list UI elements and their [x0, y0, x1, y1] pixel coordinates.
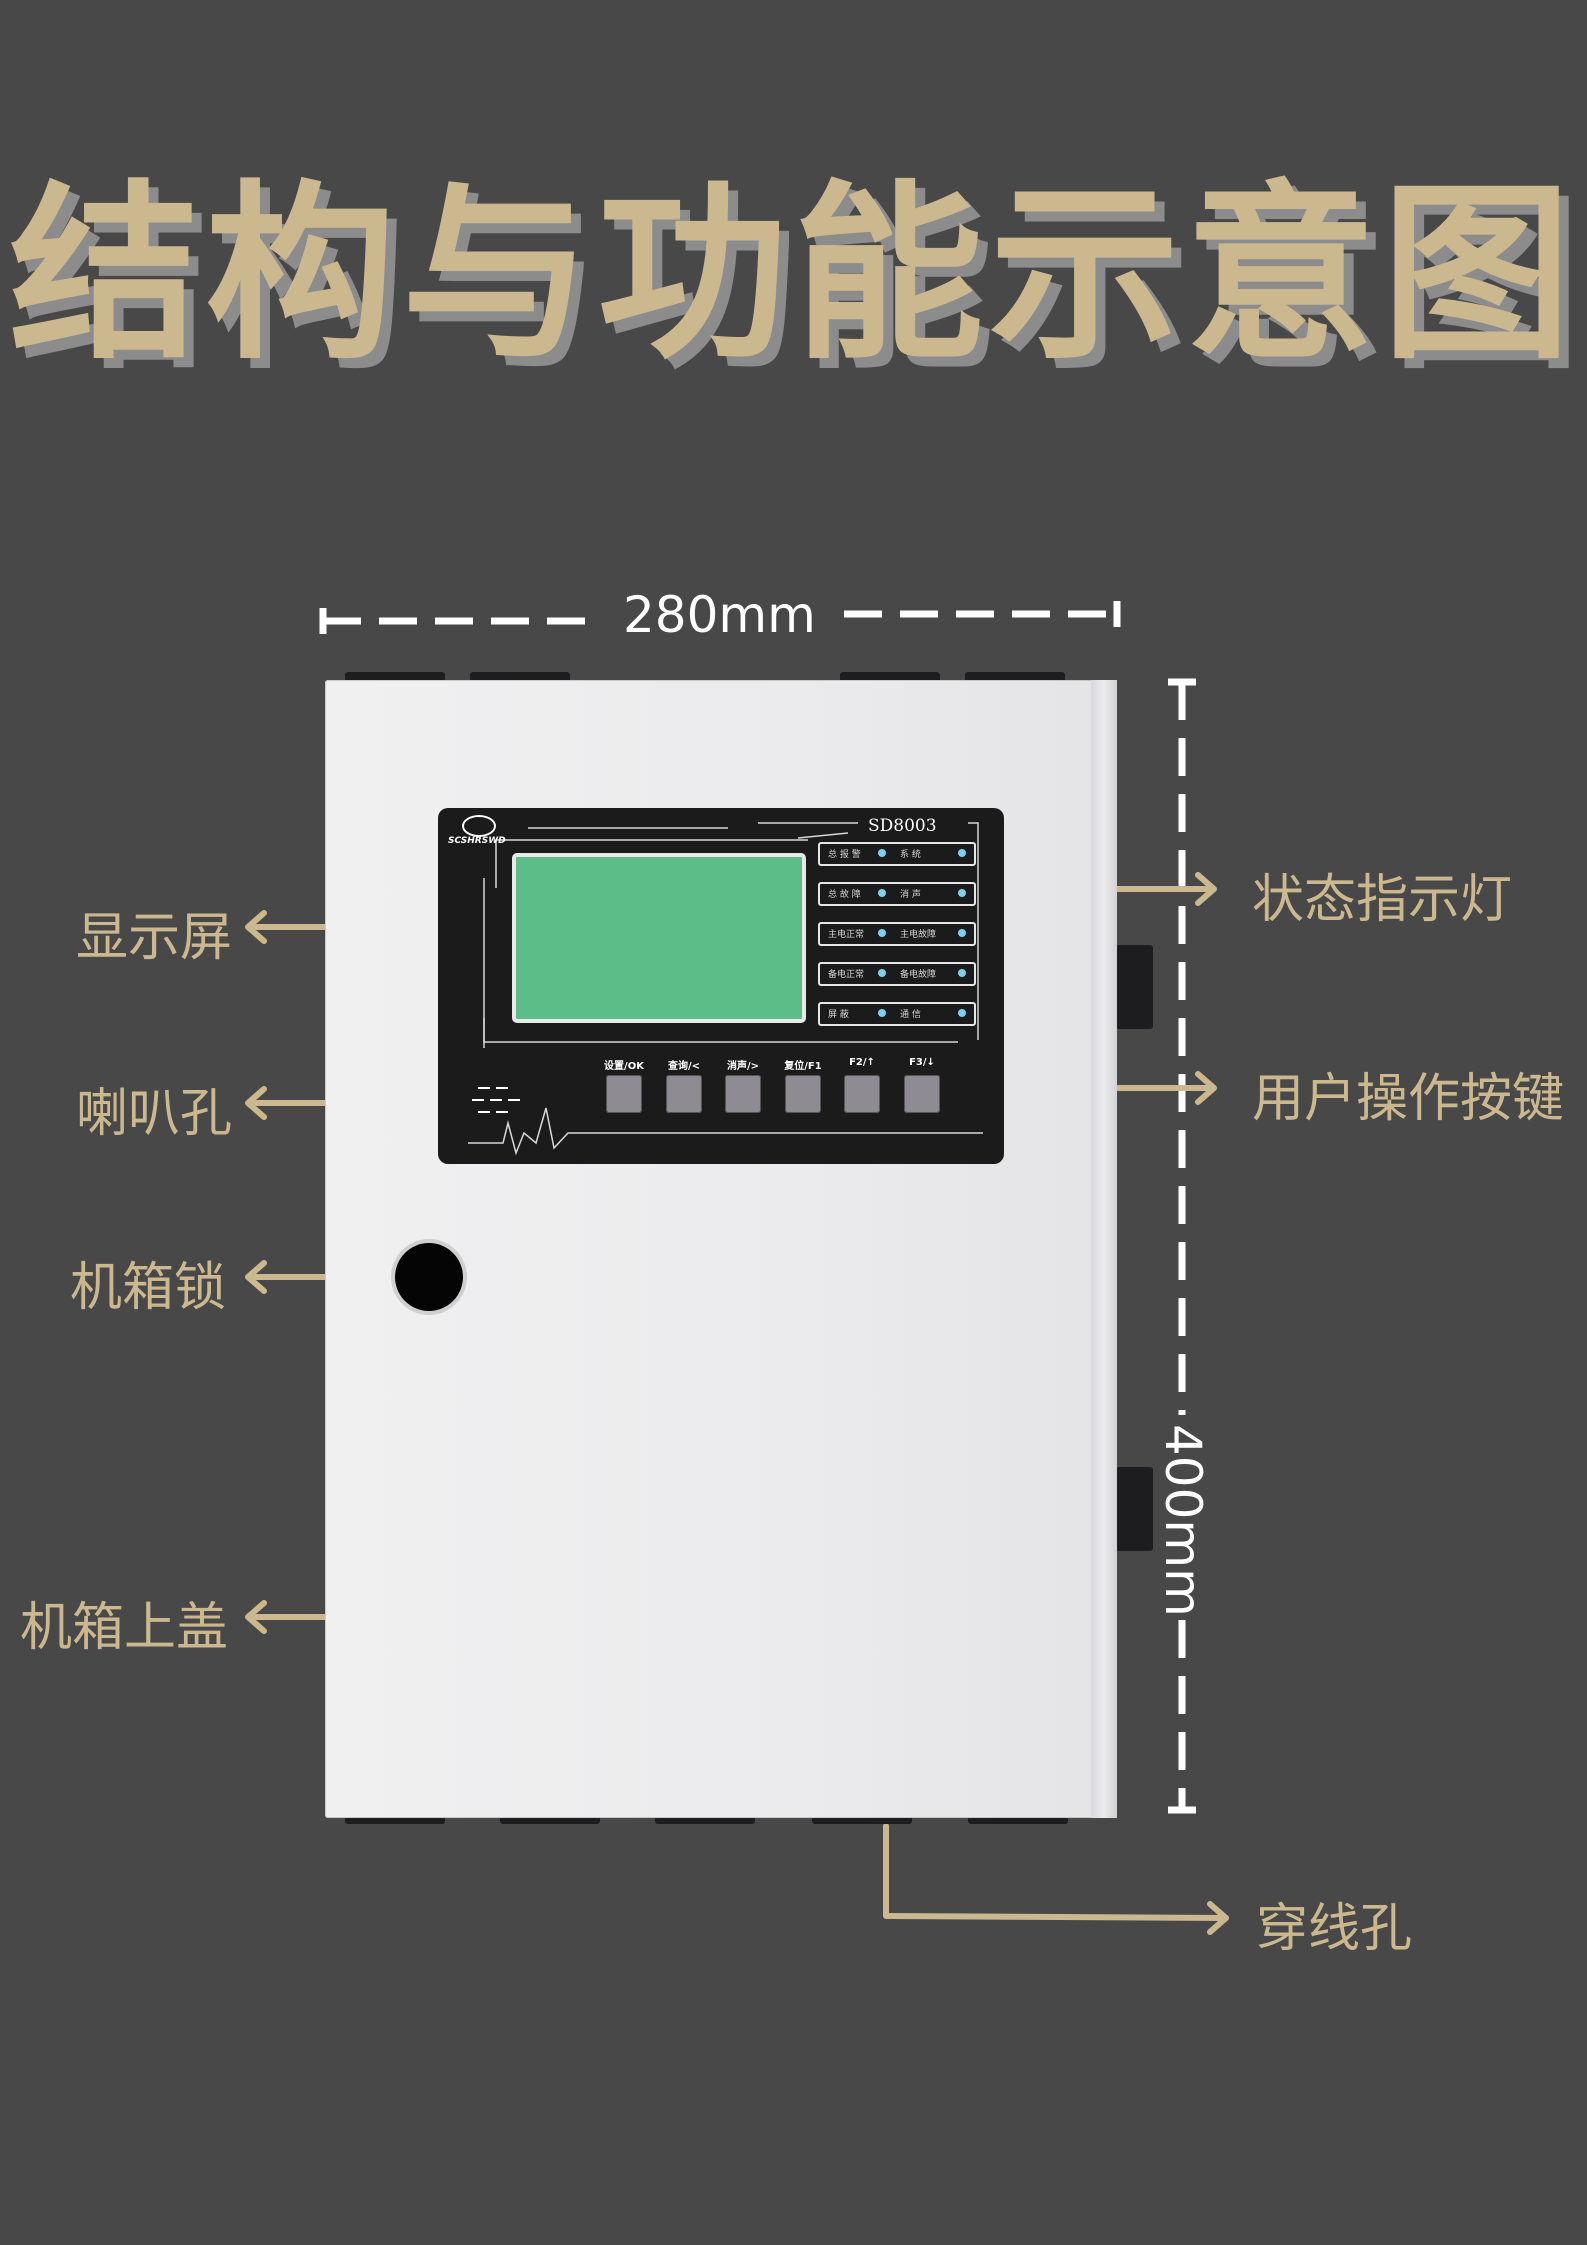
width-dimension-label: 280mm	[623, 586, 816, 644]
status-led-icon	[958, 849, 966, 857]
key-label-f3: F3/↓	[909, 1057, 935, 1068]
bottom-wire-hole	[968, 1814, 1068, 1824]
callout-speaker: 喇叭孔	[76, 1084, 233, 1144]
f3-key[interactable]	[904, 1075, 940, 1113]
status-led-icon	[958, 889, 966, 897]
reset-key[interactable]	[785, 1075, 821, 1113]
top-wire-hole	[965, 672, 1065, 682]
speaker-holes-icon	[472, 1087, 520, 1113]
status-led-icon	[878, 929, 886, 937]
callout-cover: 机箱上盖	[20, 1598, 229, 1658]
callout-buttons: 用户操作按键	[1252, 1069, 1565, 1129]
callout-lock: 机箱锁	[70, 1258, 227, 1318]
bottom-wire-hole	[345, 1814, 445, 1824]
control-panel: SCSHRSWD SD8003 总 报 警 系 统 总 故 障 消 声 主电正常…	[438, 808, 1004, 1164]
key-label-ok: 设置/OK	[604, 1061, 644, 1072]
status-led-icon	[958, 1009, 966, 1017]
status-indicator-row: 备电正常 备电故障	[818, 962, 976, 986]
model-number: SD8003	[868, 816, 937, 836]
key-label-reset: 复位/F1	[784, 1061, 822, 1072]
status-indicator-row: 总 故 障 消 声	[818, 882, 976, 906]
query-key[interactable]	[666, 1075, 702, 1113]
wire-holes-arrow	[883, 1823, 1229, 1935]
callout-wire-holes: 穿线孔	[1256, 1899, 1413, 1959]
top-wire-hole	[470, 672, 570, 682]
indicator-label: 屏 蔽	[828, 1010, 849, 1020]
indicator-label: 消 声	[900, 890, 921, 900]
status-indicator-row: 主电正常 主电故障	[818, 922, 976, 946]
indicator-label: 备电正常	[828, 970, 865, 980]
width-dimension-line	[319, 601, 1121, 634]
status-led-icon	[878, 849, 886, 857]
bottom-wire-hole	[655, 1814, 755, 1824]
bottom-wire-hole	[812, 1814, 912, 1824]
indicator-label: 主电正常	[828, 930, 865, 940]
indicator-label: 备电故障	[900, 970, 937, 980]
indicator-label: 总 故 障	[828, 890, 861, 900]
ok-key[interactable]	[606, 1075, 642, 1113]
key-label-mute: 消声/>	[726, 1061, 760, 1072]
status-led-icon	[878, 969, 886, 977]
indicator-label: 通 信	[900, 1010, 921, 1020]
brand-logo-icon	[462, 815, 496, 837]
status-led-icon	[878, 1009, 886, 1017]
height-dimension-line	[1168, 678, 1196, 1814]
panel-trim-lines	[468, 822, 983, 1156]
callout-display: 显示屏	[76, 908, 233, 968]
key-label-f2: F2/↑	[849, 1057, 875, 1068]
top-wire-hole	[840, 672, 940, 682]
indicator-label: 总 报 警	[828, 850, 861, 860]
brand-name: SCSHRSWD	[448, 836, 506, 846]
callout-indicators: 状态指示灯	[1252, 870, 1513, 930]
status-indicator-row: 屏 蔽 通 信	[818, 1002, 976, 1026]
status-indicator-row: 总 报 警 系 统	[818, 842, 976, 866]
status-led-icon	[958, 969, 966, 977]
page-title: 结构与功能示意图	[9, 164, 1578, 385]
f2-key[interactable]	[844, 1075, 880, 1113]
side-hinge	[1115, 945, 1153, 1029]
status-led-icon	[958, 929, 966, 937]
status-led-icon	[878, 889, 886, 897]
cabinet-lock[interactable]	[395, 1243, 463, 1311]
height-dimension-label: 400mm	[1154, 1424, 1212, 1617]
top-wire-hole	[345, 672, 445, 682]
bottom-wire-hole	[500, 1814, 600, 1824]
indicator-label: 主电故障	[900, 930, 937, 940]
indicator-label: 系 统	[900, 850, 921, 860]
side-hinge	[1115, 1467, 1153, 1551]
mute-key[interactable]	[725, 1075, 761, 1113]
key-label-query: 查询/<	[667, 1061, 701, 1072]
lcd-display	[512, 853, 806, 1023]
cabinet-edge	[1091, 680, 1117, 1818]
